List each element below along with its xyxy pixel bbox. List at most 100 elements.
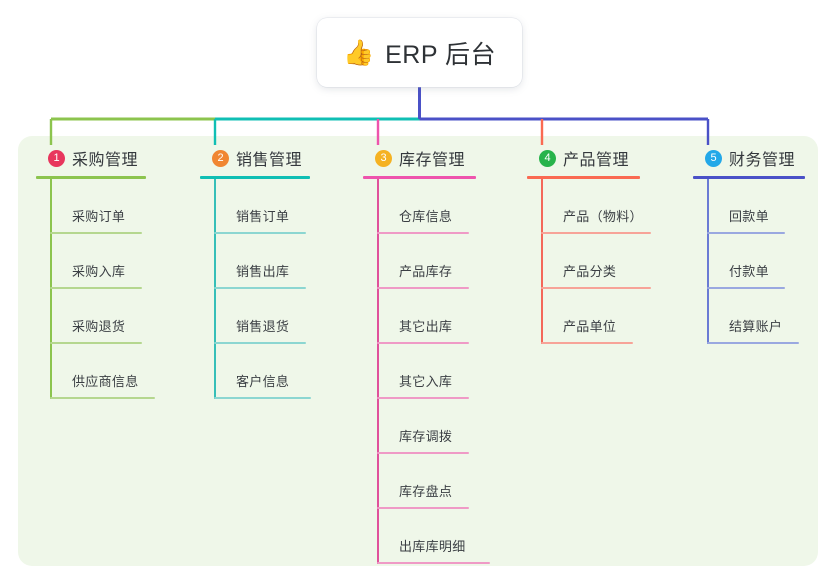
leaf-item[interactable]: 其它入库 xyxy=(377,344,476,399)
thumbs-up-icon: 👍 xyxy=(342,38,375,67)
leaf-item-label: 付款单 xyxy=(729,264,769,279)
leaf-item[interactable]: 销售订单 xyxy=(214,179,310,234)
leaf-item-underline xyxy=(214,397,311,399)
column-underline xyxy=(200,176,310,179)
leaf-item-underline xyxy=(50,397,155,399)
leaf-item-underline xyxy=(377,397,469,399)
leaf-item-label: 销售出库 xyxy=(236,264,290,279)
leaf-item[interactable]: 出库库明细 xyxy=(377,509,490,564)
leaf-item-label: 产品单位 xyxy=(563,319,617,334)
leaf-item-underline xyxy=(50,342,142,344)
leaf-item-label: 客户信息 xyxy=(236,374,290,389)
column-title: 销售管理 xyxy=(236,152,303,169)
leaf-item[interactable]: 付款单 xyxy=(707,234,805,289)
leaf-item[interactable]: 供应商信息 xyxy=(50,344,155,399)
column-header-2[interactable]: 2 销售管理 xyxy=(200,145,310,171)
leaf-item[interactable]: 回款单 xyxy=(707,179,805,234)
column-title: 库存管理 xyxy=(399,152,466,169)
column-underline xyxy=(693,176,805,179)
leaf-item-underline xyxy=(377,342,469,344)
leaf-item-label: 库存调拨 xyxy=(399,429,453,444)
leaf-item-underline xyxy=(214,232,306,234)
leaf-item[interactable]: 销售出库 xyxy=(214,234,310,289)
leaf-item[interactable]: 采购入库 xyxy=(50,234,146,289)
leaf-item-underline xyxy=(707,287,785,289)
leaf-item-label: 供应商信息 xyxy=(72,374,139,389)
column-header-1[interactable]: 1 采购管理 xyxy=(36,145,146,171)
leaf-item-underline xyxy=(377,562,490,564)
leaf-item-label: 库存盘点 xyxy=(399,484,453,499)
column-title: 财务管理 xyxy=(729,152,796,169)
leaf-item-label: 产品分类 xyxy=(563,264,617,279)
column-stem-line xyxy=(50,179,52,399)
number-badge-icon: 3 xyxy=(375,149,392,167)
leaf-item-underline xyxy=(377,287,469,289)
column-2: 2 销售管理销售订单销售出库销售退货客户信息 xyxy=(200,145,311,399)
leaf-item-label: 回款单 xyxy=(729,209,769,224)
leaf-item-underline xyxy=(707,232,785,234)
column-underline xyxy=(36,176,146,179)
leaf-item[interactable]: 产品（物料） xyxy=(541,179,651,234)
leaf-list: 仓库信息产品库存其它出库其它入库库存调拨库存盘点出库库明细 xyxy=(377,179,490,564)
leaf-item-label: 采购退货 xyxy=(72,319,126,334)
leaf-item-label: 仓库信息 xyxy=(399,209,453,224)
root-node[interactable]: 👍 ERP 后台 xyxy=(317,18,522,87)
leaf-item-label: 采购入库 xyxy=(72,264,126,279)
leaf-item-underline xyxy=(377,507,469,509)
column-stem-line xyxy=(541,179,543,344)
number-badge-icon: 2 xyxy=(212,149,229,167)
leaf-item[interactable]: 结算账户 xyxy=(707,289,805,344)
leaf-item-underline xyxy=(214,287,306,289)
leaf-item-label: 产品库存 xyxy=(399,264,453,279)
number-badge-icon: 5 xyxy=(705,149,722,167)
leaf-item[interactable]: 库存盘点 xyxy=(377,454,476,509)
number-badge-icon: 1 xyxy=(48,149,65,167)
leaf-item-underline xyxy=(707,342,799,344)
column-underline xyxy=(363,176,476,179)
leaf-item-label: 采购订单 xyxy=(72,209,126,224)
column-title: 采购管理 xyxy=(72,152,139,169)
leaf-item[interactable]: 产品库存 xyxy=(377,234,476,289)
leaf-item-label: 销售退货 xyxy=(236,319,290,334)
leaf-list: 采购订单采购入库采购退货供应商信息 xyxy=(50,179,155,399)
leaf-item-label: 产品（物料） xyxy=(563,209,643,224)
leaf-list: 产品（物料） 产品分类产品单位 xyxy=(541,179,651,344)
leaf-item[interactable]: 库存调拨 xyxy=(377,399,476,454)
column-stem-line xyxy=(707,179,709,344)
leaf-item-underline xyxy=(541,287,651,289)
leaf-item[interactable]: 产品分类 xyxy=(541,234,651,289)
leaf-item[interactable]: 客户信息 xyxy=(214,344,311,399)
column-header-3[interactable]: 3 库存管理 xyxy=(363,145,476,171)
leaf-item[interactable]: 仓库信息 xyxy=(377,179,476,234)
leaf-item-label: 其它出库 xyxy=(399,319,453,334)
leaf-item-underline xyxy=(377,452,469,454)
column-stem-line xyxy=(214,179,216,399)
leaf-item-label: 其它入库 xyxy=(399,374,453,389)
column-stem-line xyxy=(377,179,379,564)
column-title: 产品管理 xyxy=(563,152,630,169)
leaf-item-underline xyxy=(377,232,469,234)
leaf-item-underline xyxy=(214,342,306,344)
column-3: 3 库存管理仓库信息产品库存其它出库其它入库库存调拨库存盘点出库库明细 xyxy=(363,145,490,564)
leaf-item[interactable]: 销售退货 xyxy=(214,289,310,344)
leaf-item[interactable]: 采购订单 xyxy=(50,179,146,234)
leaf-list: 销售订单销售出库销售退货客户信息 xyxy=(214,179,311,399)
leaf-item-label: 销售订单 xyxy=(236,209,290,224)
leaf-item-label: 结算账户 xyxy=(729,319,783,334)
leaf-list: 回款单付款单结算账户 xyxy=(707,179,805,344)
leaf-item-underline xyxy=(541,342,633,344)
leaf-item[interactable]: 其它出库 xyxy=(377,289,476,344)
leaf-item[interactable]: 产品单位 xyxy=(541,289,640,344)
column-underline xyxy=(527,176,640,179)
leaf-item-underline xyxy=(50,232,142,234)
leaf-item[interactable]: 采购退货 xyxy=(50,289,146,344)
column-header-5[interactable]: 5 财务管理 xyxy=(693,145,805,171)
column-1: 1 采购管理采购订单采购入库采购退货供应商信息 xyxy=(36,145,155,399)
leaf-item-underline xyxy=(541,232,651,234)
leaf-item-label: 出库库明细 xyxy=(399,539,466,554)
diagram-panel xyxy=(18,136,818,566)
root-node-title: ERP 后台 xyxy=(385,40,497,69)
